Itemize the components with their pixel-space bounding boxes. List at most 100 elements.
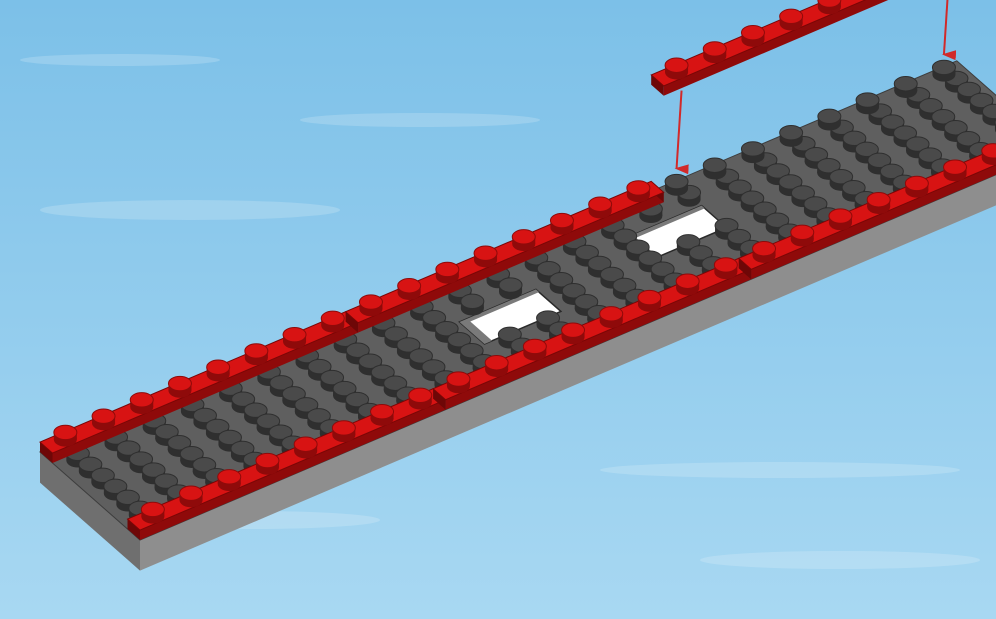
red-plate-front-1-stud-top [293, 436, 318, 452]
red-plate-front-2-stud-top [522, 338, 547, 355]
gray-stud-top [803, 196, 828, 212]
gray-stud-top [816, 157, 841, 174]
red-plate-front-1-stud-top [408, 387, 433, 404]
gray-stud-top [460, 293, 485, 310]
cloud-streak [700, 551, 980, 569]
gray-stud-top [918, 147, 943, 163]
gray-stud-top [497, 326, 522, 343]
gray-stud-top [358, 353, 383, 369]
gray-stud-top [752, 201, 777, 217]
gray-stud-top [281, 386, 306, 402]
red-plate-front-2-front-face [445, 269, 752, 410]
red-plate-back-2-stud-top [511, 229, 536, 245]
gray-stud-top [383, 375, 408, 391]
red-plate-front-1-stud-top [255, 452, 280, 469]
gray-stud-top [179, 446, 204, 462]
gray-stud-top [269, 375, 294, 391]
gray-stud-top [536, 310, 561, 326]
placement-arrows [674, 0, 957, 175]
red-plate-back-1-stud-top [282, 326, 307, 343]
gray-stud-top [116, 440, 141, 456]
gray-stud-top [956, 131, 981, 147]
gray-stud-top [714, 217, 739, 234]
red-plate-front-2-stud-top [637, 289, 662, 306]
red-plate-back-1-stud-top [129, 392, 154, 408]
red-plate-front-3-stud-top [904, 175, 929, 192]
red-plate-front-1-stud-top [370, 403, 395, 420]
red-plate-back-2-stud-top [435, 261, 460, 278]
gray-stud-top [141, 462, 166, 478]
gray-stud-top [790, 185, 815, 201]
red-plate-back-2-stud-top [358, 294, 383, 310]
gray-stud-top [969, 92, 994, 109]
gray-stud-top [981, 103, 996, 120]
red-plate-front-3-stud-top [790, 224, 815, 241]
gray-stud-top [332, 380, 357, 397]
gray-stud-side [994, 122, 996, 130]
gray-stud-top [103, 478, 128, 495]
gray-stud-top [294, 397, 319, 413]
gray-stud-top [817, 108, 842, 125]
red-plate-back-2-front-face [358, 192, 664, 333]
gray-stud-top [230, 440, 255, 457]
gray-stud-top [879, 163, 904, 180]
gray-stud-top [854, 141, 879, 158]
gray-stud-top [587, 255, 612, 272]
gray-stud-top [765, 163, 790, 179]
gray-stud-top [192, 457, 217, 473]
placement-arrow [941, 0, 957, 61]
red-plate-back-2-start-face [345, 311, 359, 333]
gray-stud-top [115, 489, 140, 506]
gray-stud-top [779, 124, 804, 141]
cloud-streak [20, 54, 220, 66]
gray-stud-top [320, 369, 345, 386]
red-plate-front-1-stud-top [140, 501, 165, 518]
gray-stud-top [740, 190, 765, 206]
loose-plate-stud-top [817, 0, 842, 8]
gray-studs [65, 59, 996, 523]
gray-stud-top [804, 146, 829, 163]
red-plate-back-2-top-face [344, 180, 665, 324]
red-plate-front-2-stud-top [675, 273, 700, 289]
loose-plate-front-face [663, 0, 889, 96]
red-plate-front-1-stud-top [331, 420, 356, 436]
gray-stud-top [256, 413, 281, 429]
gray-stud-top [650, 261, 675, 277]
loose-red-plate [650, 0, 889, 96]
base-front-side [140, 174, 996, 571]
gray-stud-top [931, 59, 956, 76]
red-plate-front-1-stud-top [179, 485, 204, 501]
gray-stud-top [931, 109, 956, 125]
gray-stud-top [498, 277, 523, 293]
red-plate-back-2-stud-top [588, 196, 613, 212]
gray-stud-top [370, 364, 395, 380]
red-plate-front-1-front-face [140, 399, 446, 540]
gray-stud-top [574, 294, 599, 310]
gray-stud-top [345, 391, 370, 408]
red-plate-front-3-start-face [738, 258, 752, 280]
gray-stud-top [268, 424, 293, 440]
gray-stud-top [549, 272, 574, 288]
gray-stud-top [842, 130, 867, 147]
gray-stud-top [867, 152, 892, 169]
loose-plate-stud-top [779, 8, 804, 25]
gray-stud-top [574, 244, 599, 261]
gray-stud-top [154, 424, 179, 440]
red-plate-front-2-stud-top [599, 306, 624, 322]
red-plate-front-3-front-face [751, 164, 996, 280]
gray-stud-top [422, 309, 447, 326]
red-side-plates [39, 143, 996, 540]
loose-plate-start-face [651, 74, 664, 96]
gray-stud-top [880, 114, 905, 130]
gray-stud-top [612, 277, 637, 294]
red-plate-back-1-stud-top [167, 375, 192, 392]
gray-stud-top [765, 212, 790, 228]
gray-stud-top [345, 342, 370, 358]
gray-stud-top [676, 234, 701, 250]
red-plate-front-2-stud-top [561, 322, 586, 338]
gray-stud-top [167, 435, 192, 451]
gray-stud-top [727, 179, 752, 195]
gray-stud-top [599, 266, 624, 283]
gray-stud-top [727, 228, 752, 245]
cloud-streak [300, 113, 540, 127]
